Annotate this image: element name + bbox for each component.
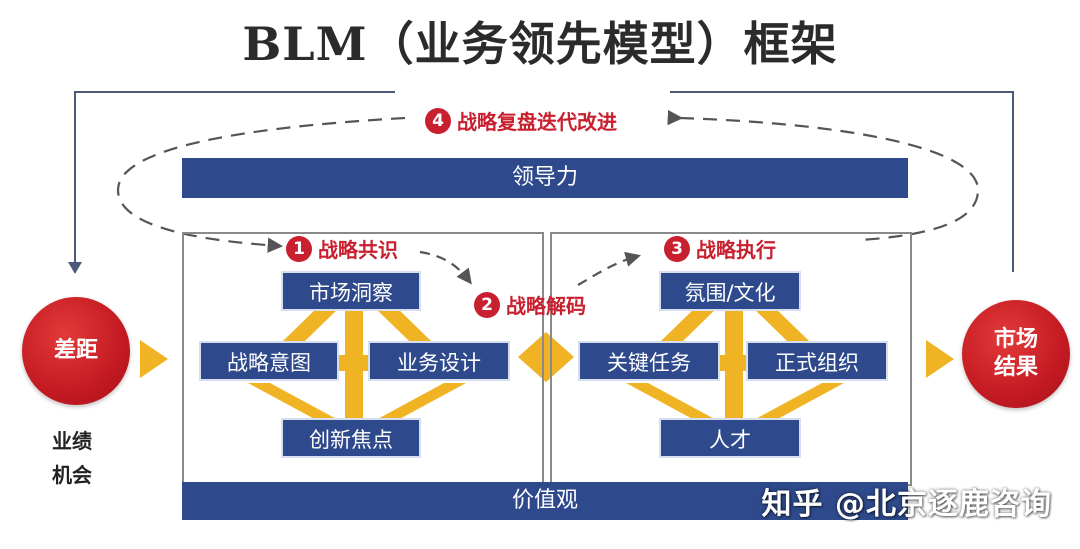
step-number-badge: 4	[425, 107, 451, 134]
leadership-bar: 领导力	[182, 158, 908, 198]
critical-tasks-box: 关键任务	[578, 341, 720, 381]
climate-culture-box: 氛围/文化	[659, 271, 801, 311]
step-strategy-decoding: 2 战略解码	[474, 290, 586, 319]
market-insight-box: 市场洞察	[281, 271, 421, 311]
step-review-iterate: 4 战略复盘迭代改进	[425, 106, 617, 135]
gap-types: 业绩 机会	[52, 424, 92, 492]
market-result-label: 市场 结果	[993, 327, 1038, 380]
page-title: BLM（业务领先模型）框架	[242, 17, 838, 71]
strategy-exec-diamond	[518, 332, 574, 382]
business-design-box: 业务设计	[368, 341, 510, 381]
feedback-line-left	[74, 91, 395, 268]
gap-type-opportunity: 机会	[52, 463, 92, 487]
talent-box: 人才	[659, 418, 801, 458]
feedback-line-right	[670, 91, 1014, 272]
gap-type-performance: 业绩	[52, 429, 92, 453]
step-label: 战略解码	[506, 294, 586, 318]
innovation-focus-box: 创新焦点	[281, 418, 421, 458]
values-label: 价值观	[511, 488, 578, 513]
gap-to-strategy-arrow	[140, 340, 168, 378]
step-label: 战略复盘迭代改进	[457, 110, 617, 134]
values-bar: 价值观	[182, 482, 908, 520]
iteration-loop-right	[667, 109, 980, 242]
step-strategy-execution: 3 战略执行	[664, 234, 776, 263]
gap-label: 差距	[53, 338, 98, 363]
step-strategy-consensus: 1 战略共识	[286, 234, 398, 263]
formal-organization-box: 正式组织	[746, 341, 888, 381]
iteration-loop	[116, 116, 406, 253]
step-number-badge: 1	[286, 235, 312, 262]
feedback-arrow-into-gap	[68, 262, 82, 274]
step-label: 战略执行	[696, 238, 776, 262]
watermark-text: 知乎 @北京逐鹿咨询	[761, 487, 1052, 522]
strategic-intent-box: 战略意图	[199, 341, 339, 381]
step-number-badge: 2	[474, 291, 500, 318]
step-label: 战略共识	[318, 238, 398, 262]
decode-arrow	[419, 250, 472, 285]
market-result-circle: 市场 结果	[962, 300, 1070, 408]
execute-arrow	[577, 251, 641, 286]
step-number-badge: 3	[664, 235, 690, 262]
leadership-label: 领导力	[511, 165, 578, 190]
gap-circle: 差距	[22, 297, 130, 405]
exec-to-result-arrow	[926, 340, 954, 378]
